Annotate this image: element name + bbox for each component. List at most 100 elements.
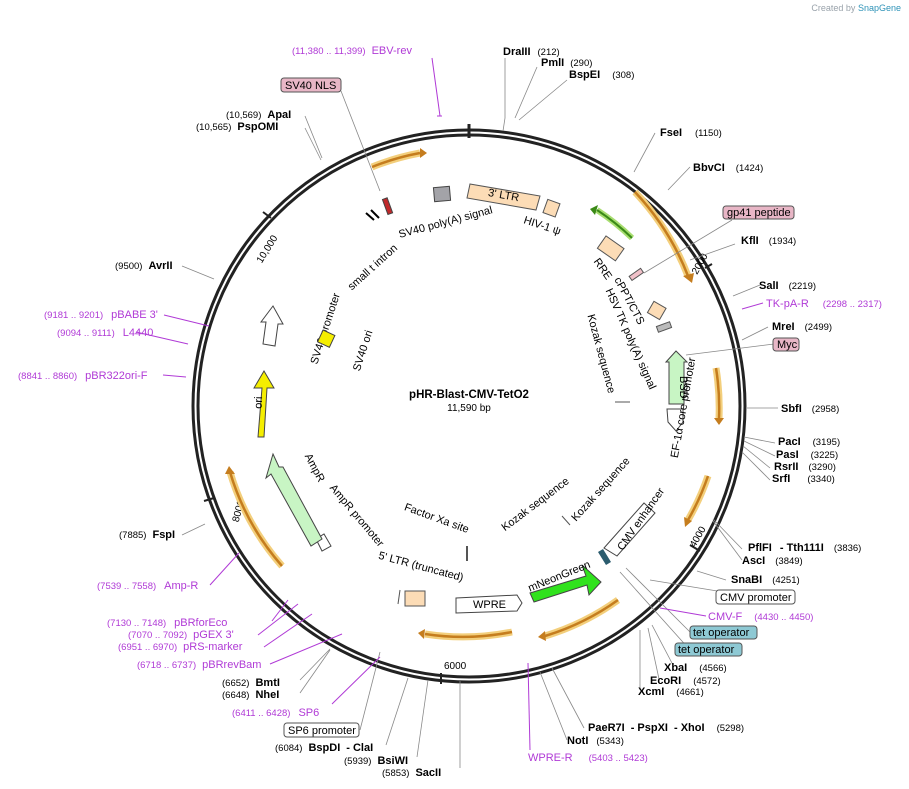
primer-wpre-r: WPRE-R(5403 .. 5423) <box>528 752 648 764</box>
hiv-psi-shape <box>542 198 561 218</box>
cppt-shape <box>628 267 645 282</box>
5-ltr-shape <box>404 590 426 607</box>
label-leaders <box>340 90 775 731</box>
enzyme-labels: DraIII(212) PmlI(290) BspEI(308) FseI(11… <box>115 46 861 779</box>
enzyme-sacii: (5853)SacII <box>382 767 441 779</box>
credit-prefix: Created by <box>811 3 856 13</box>
feature-rre: RRE <box>591 256 614 282</box>
bsd-shape <box>664 350 689 405</box>
primer-amp-r: (7539 .. 7558)Amp-R <box>97 580 198 592</box>
enzyme-bspdi: (6084)BspDI- ClaI <box>275 742 373 754</box>
enzyme-sbfi: SbfI(2958) <box>781 403 839 415</box>
tick-2000 <box>704 263 713 269</box>
feature-ampr: AmpR <box>302 452 327 485</box>
enzyme-xbai: XbaI(4566) <box>664 662 727 674</box>
enzyme-bmti: (6652)BmtI <box>222 677 280 689</box>
tick-8000 <box>203 497 215 502</box>
sv40-ori-shape <box>316 329 336 348</box>
primer-leaders <box>135 57 764 751</box>
enzyme-sali: SalI(2219) <box>759 280 816 292</box>
hsv-tk-polya-shape <box>646 300 667 321</box>
ampr-shape <box>265 452 323 547</box>
enzyme-pmli: PmlI(290) <box>541 57 592 69</box>
enzyme-pflfi: PflFI- Tth111I(3836) <box>748 542 861 554</box>
feature-ori: ori <box>253 396 265 409</box>
box-gp41: gp41 peptide <box>727 207 791 219</box>
primer-l4440: (9094 .. 9111)L4440 <box>57 327 153 339</box>
enzyme-xcmi: XcmI(4661) <box>638 686 704 698</box>
box-tet-operator-1: tet operator <box>693 627 750 639</box>
tick-label-6000: 6000 <box>444 661 467 672</box>
enzyme-apai: (10,569)ApaI <box>226 109 291 121</box>
box-sp6-promoter: SP6 promoter <box>288 725 356 737</box>
primer-ebv-rev: (11,380 .. 11,399)EBV-rev <box>292 45 412 57</box>
wpre-shape <box>455 594 523 614</box>
cmv-enhancer-shape <box>603 502 656 557</box>
enzyme-leaders <box>181 58 778 768</box>
primer-tk-pa-r: TK-pA-R(2298 .. 2317) <box>766 298 882 310</box>
hsv-grey-shape <box>655 321 673 333</box>
primer-labels: (11,380 .. 11,399)EBV-rev TK-pA-R(2298 .… <box>18 45 882 764</box>
enzyme-pspomi: (10,565)PspOMI <box>196 121 278 133</box>
feature-sv40-promoter: SV40 promoter <box>309 291 343 365</box>
plasmid-length: 11,590 bp <box>447 403 491 414</box>
tick-10000 <box>262 211 272 219</box>
enzyme-kfli: KflI(1934) <box>741 235 796 247</box>
enzyme-snabi: SnaBI(4251) <box>731 574 800 586</box>
plasmid-name: pHR-Blast-CMV-TetO2 <box>409 389 529 401</box>
small-t-mark <box>365 212 375 221</box>
feature-sv40-ori: SV40 ori <box>351 329 375 373</box>
kozak-mark-2 <box>561 515 571 526</box>
enzyme-avrii: (9500)AvrII <box>115 260 173 272</box>
sv40-polya-shape <box>381 197 394 216</box>
tick-label-10000: 10,000 <box>255 233 281 265</box>
ori-shape <box>253 370 275 438</box>
enzyme-draiii: DraIII(212) <box>503 46 560 58</box>
feature-kozak-1: Kozak sequence <box>585 313 618 395</box>
box-tet-operator-2: tet operator <box>678 644 735 656</box>
primer-pgex3: (7070 .. 7092)pGEX 3' <box>128 629 234 641</box>
feature-kozak-3: Kozak sequence <box>499 475 571 534</box>
enzyme-fspi: (7885)FspI <box>119 529 175 541</box>
enzyme-bsiwi: (5939)BsiWI <box>344 755 408 767</box>
enzyme-ecori: EcoRI(4572) <box>650 675 721 687</box>
feature-sv40-polya: SV40 poly(A) signal <box>397 204 493 241</box>
feature-wpre: WPRE <box>473 599 506 611</box>
mneongreen-shape <box>529 564 602 603</box>
snapgene-logo: SnapGene <box>857 3 901 13</box>
enzyme-noti: NotI(5343) <box>567 735 624 747</box>
primer-pbrforeco: (7130 .. 7148)pBRforEco <box>107 617 227 629</box>
box-myc: Myc <box>777 339 798 351</box>
feature-factor-xa: Factor Xa site <box>403 501 471 535</box>
primer-sp6: (6411 .. 6428)SP6 <box>232 707 319 719</box>
3-ltr-shape <box>466 183 541 211</box>
feature-small-t: small t intron <box>346 242 400 293</box>
enzyme-srfi: SrfI(3340) <box>772 473 835 485</box>
tick-4000 <box>689 544 701 552</box>
primer-prs-marker: (6951 .. 6970)pRS-marker <box>118 641 243 653</box>
enzyme-fsei: FseI(1150) <box>660 127 722 139</box>
feature-5-ltr: 5' LTR (truncated) <box>377 550 465 584</box>
feature-ampr-promoter: AmpR promoter <box>327 482 386 549</box>
enzyme-rsrii: RsrII(3290) <box>774 461 836 473</box>
5-ltr-mark <box>397 589 401 605</box>
boxed-labels: SV40 NLS gp41 peptide Myc CMV promoter t… <box>280 77 800 738</box>
enzyme-asci: AscI(3849) <box>742 555 803 567</box>
rre-shape <box>596 235 625 262</box>
primer-pbrrevbam: (6718 .. 6737)pBRrevBam <box>137 659 261 671</box>
sv40-promoter-shape <box>260 305 284 347</box>
enzyme-mrei: MreI(2499) <box>772 321 832 333</box>
snapgene-credit: Created by SnapGene <box>811 3 901 13</box>
grey-box-shape <box>432 185 452 203</box>
primer-cmv-f: CMV-F(4430 .. 4450) <box>708 611 813 623</box>
feature-hiv-psi: HIV-1 ψ <box>522 214 562 237</box>
enzyme-paci: PacI(3195) <box>778 436 840 448</box>
enzyme-nhei: (6648)NheI <box>222 689 279 701</box>
enzyme-pasi: PasI(3225) <box>776 449 838 461</box>
tet-op-shape <box>598 549 611 565</box>
feature-3-ltr: 3' LTR <box>487 187 520 204</box>
feature-bsd: BSD <box>677 376 689 399</box>
feature-cmv-enhancer: CMV enhancer <box>615 486 667 553</box>
primer-pbabe3: (9181 .. 9201)pBABE 3' <box>44 309 158 321</box>
